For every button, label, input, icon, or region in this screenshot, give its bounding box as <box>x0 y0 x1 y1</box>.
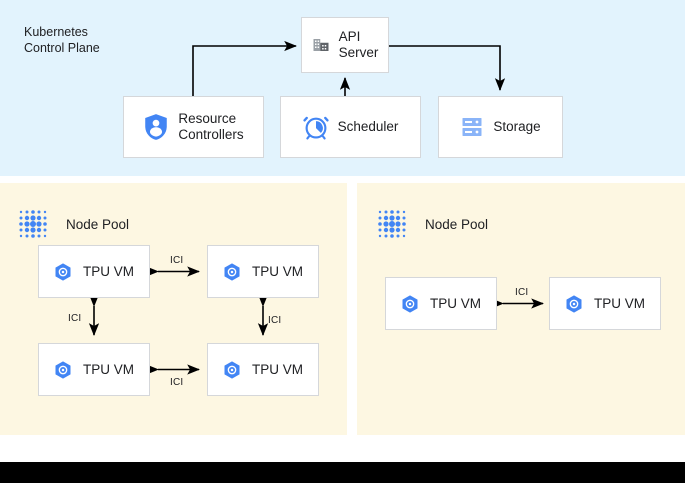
bottom-bar <box>0 462 685 483</box>
node-pool-2: Node Pool ICI TPU VM <box>357 183 685 435</box>
tpu-hexagon-icon <box>402 294 418 313</box>
tpu-hexagon-icon <box>55 360 71 379</box>
node-api-server[interactable]: API Server <box>301 17 389 73</box>
server-stack-icon <box>462 118 482 136</box>
node-pool-2-label: Node Pool <box>425 216 489 232</box>
ici-label-left: ICI <box>68 313 82 324</box>
building-icon <box>313 39 329 51</box>
tpu-hexagon-icon <box>224 360 240 379</box>
dot-grid-icon <box>378 210 406 238</box>
tpu-vm-4[interactable]: TPU VM <box>207 343 319 396</box>
tpu-vm-2-label: TPU VM <box>252 264 304 279</box>
tpu-hexagon-icon <box>566 294 582 313</box>
node-scheduler-label: Scheduler <box>337 118 399 134</box>
node-api-server-label: API Server <box>338 28 379 61</box>
tpu-vm-2[interactable]: TPU VM <box>207 245 319 298</box>
node-pool-1-header: Node Pool <box>14 205 129 243</box>
node-resource-controllers[interactable]: Resource Controllers <box>123 96 264 158</box>
tpu-vm-6[interactable]: TPU VM <box>549 277 661 330</box>
tpu-vm-1[interactable]: TPU VM <box>38 245 150 298</box>
node-resource-controllers-label: Resource Controllers <box>178 110 244 143</box>
node-pool-2-header: Node Pool <box>373 205 488 243</box>
tpu-hexagon-icon <box>224 262 240 281</box>
ici-label-bottom: ICI <box>170 377 184 388</box>
node-pool-1: Node Pool ICI ICI ICI ICI <box>0 183 347 435</box>
control-plane-title: Kubernetes Control Plane <box>24 25 100 55</box>
tpu-vm-3-label: TPU VM <box>83 362 135 377</box>
ici-label-right: ICI <box>268 315 282 326</box>
alarm-clock-icon <box>302 116 329 140</box>
tpu-vm-4-label: TPU VM <box>252 362 304 377</box>
node-pool-1-label: Node Pool <box>66 216 130 232</box>
node-storage[interactable]: Storage <box>438 96 563 158</box>
tpu-vm-1-label: TPU VM <box>83 264 135 279</box>
tpu-vm-5[interactable]: TPU VM <box>385 277 497 330</box>
dot-grid-icon <box>19 210 47 238</box>
node-scheduler[interactable]: Scheduler <box>280 96 421 158</box>
tpu-vm-6-label: TPU VM <box>594 296 646 311</box>
tpu-hexagon-icon <box>55 262 71 281</box>
shield-user-icon <box>145 114 168 140</box>
ici-label-top: ICI <box>170 255 184 266</box>
tpu-vm-3[interactable]: TPU VM <box>38 343 150 396</box>
node-storage-label: Storage <box>493 118 541 134</box>
tpu-vm-5-label: TPU VM <box>430 296 482 311</box>
ici-label-pool2: ICI <box>515 287 529 298</box>
